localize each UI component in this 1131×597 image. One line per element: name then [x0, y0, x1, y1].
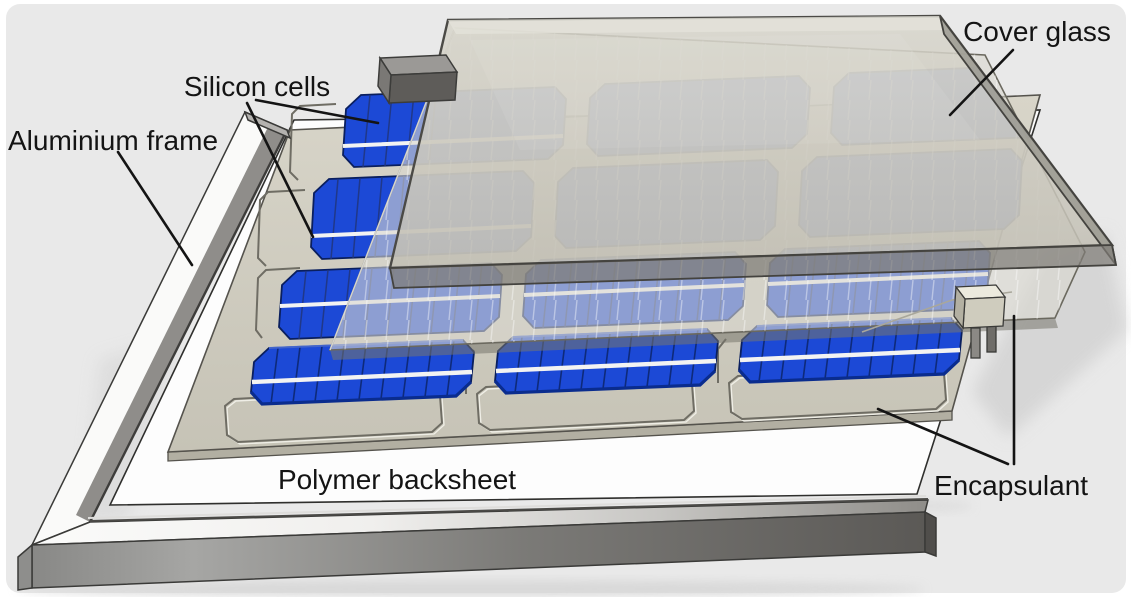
cover-glass-rear-highlight: [448, 16, 948, 34]
busbar-row1: [251, 347, 961, 385]
cell-gridlines-row1: [270, 317, 943, 405]
frame-left-rail-inner: [76, 123, 287, 522]
leader-encapsulant-bottom: [876, 407, 1010, 466]
label-encapsulant: Encapsulant: [934, 470, 1088, 501]
leader-silicon-cells-2: [245, 101, 315, 239]
connector-box-front: [962, 296, 1006, 329]
junction-box-front: [388, 71, 458, 104]
labels: Silicon cells Aluminium frame Cover glas…: [8, 16, 1111, 501]
aluminium-frame-layer: [17, 110, 937, 591]
leader-cover-glass: [948, 48, 1015, 117]
cover-glass-front-face: [388, 244, 1118, 289]
leader-lines: [116, 48, 1016, 466]
junction-box-side: [377, 55, 392, 106]
frame-rail-end-cap: [243, 110, 292, 140]
cover-glass-layer: [388, 14, 1118, 289]
connector-box: [953, 284, 1007, 359]
encapsulant-top-side-face: [330, 318, 1058, 360]
connector-leg: [970, 327, 981, 359]
label-polymer-backsheet: Polymer backsheet: [278, 464, 516, 495]
label-silicon-cells: Silicon cells: [184, 71, 330, 102]
leader-aluminium-frame: [116, 150, 194, 267]
label-cover-glass: Cover glass: [963, 16, 1111, 47]
frame-front-bevel: [17, 543, 33, 591]
frame-front-end-cap: [924, 510, 937, 558]
label-aluminium-frame: Aluminium frame: [8, 125, 218, 156]
connector-leg: [986, 325, 997, 353]
cell-bevel-row1: [249, 358, 961, 406]
junction-box: [377, 54, 459, 106]
cover-glass-sheen: [470, 34, 980, 150]
leader-silicon-cells-1: [254, 98, 380, 125]
connector-box-side: [953, 285, 966, 330]
